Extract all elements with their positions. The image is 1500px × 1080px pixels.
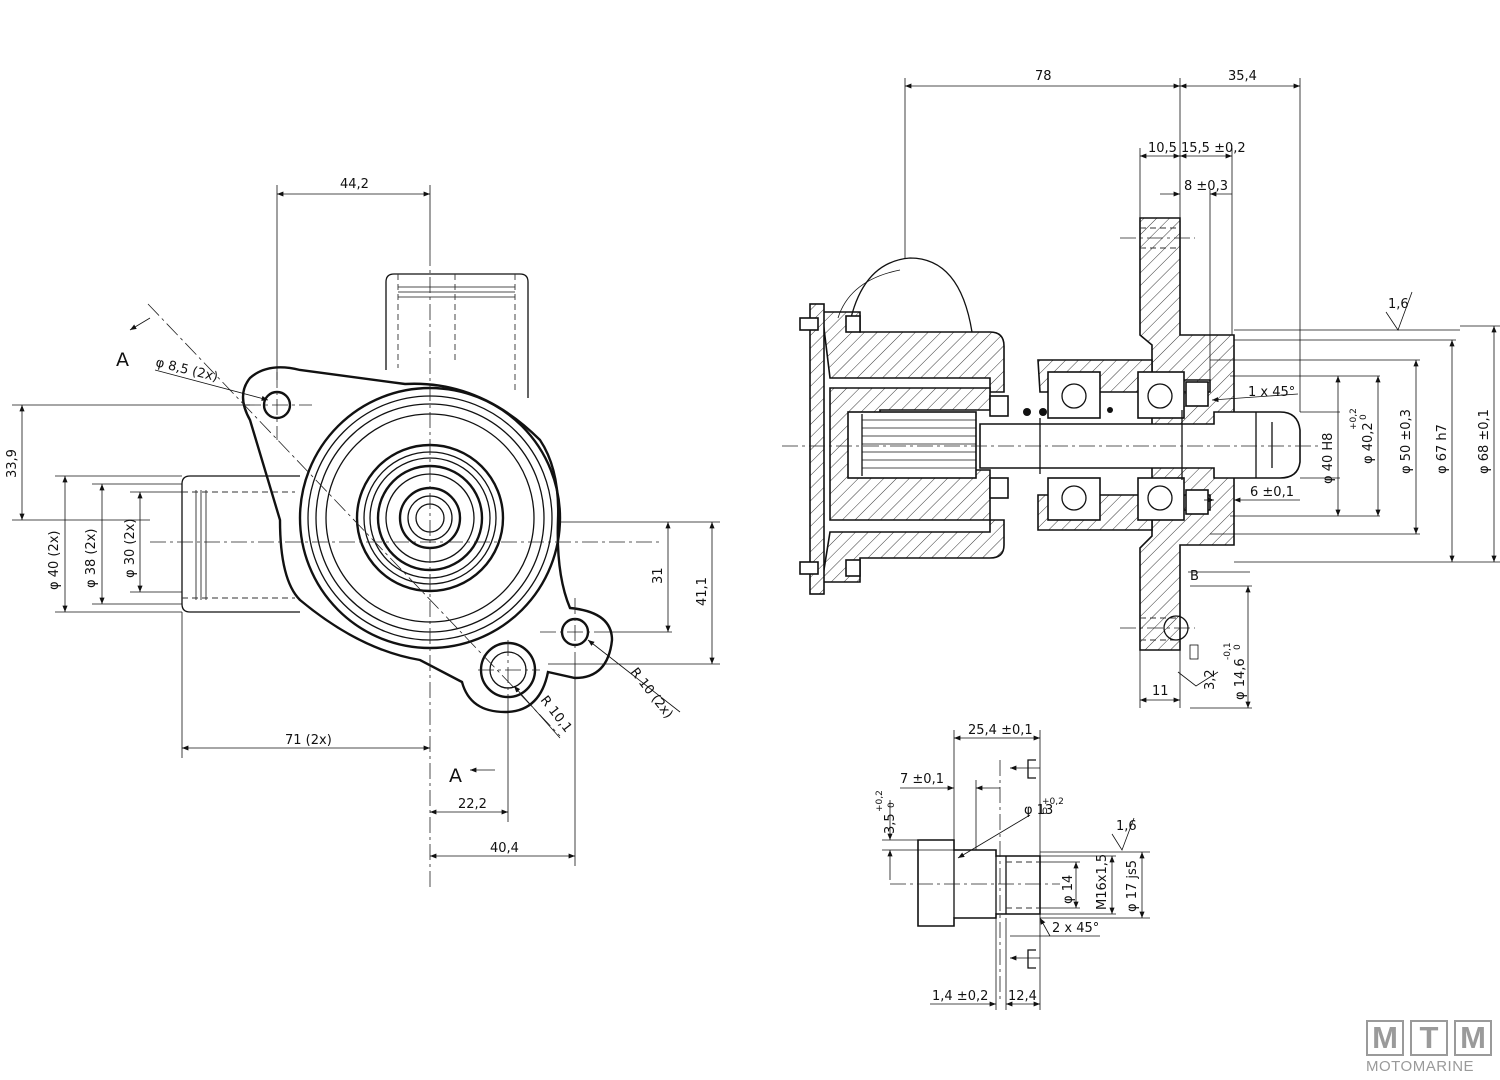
- dim-25-4: 25,4 ±0,1: [968, 723, 1033, 738]
- dim-m16: M16x1,5: [1095, 854, 1110, 910]
- dim-22-2: 22,2: [458, 797, 487, 812]
- dim-dia-40-2-tol-upper: +0,2: [1349, 408, 1359, 430]
- logo-brand-text: MOTOMARINE: [1366, 1058, 1475, 1075]
- dim-dia-40-2-tol-lower: 0: [1359, 414, 1369, 420]
- label-b: B: [1190, 569, 1199, 584]
- top-round-cover: [847, 257, 973, 333]
- dim-1-4: 1,4 ±0,2: [932, 989, 988, 1004]
- dim-dia-17: φ 17 js5: [1125, 860, 1140, 912]
- detail-view: 25,4 ±0,1 7 ±0,1 C C 3,5 +0,2 0 φ 13 +0,…: [875, 723, 1150, 1010]
- shaft: [979, 411, 1301, 479]
- dim-71: 71 (2x): [285, 733, 332, 748]
- dim-dia-30: φ 30 (2x): [123, 519, 138, 579]
- section-mark-a-top: A: [116, 349, 129, 371]
- dim-dia-67: φ 67 h7: [1435, 424, 1450, 474]
- dim-r-10: R 10 (2x): [627, 665, 676, 721]
- dim-78: 78: [1035, 69, 1052, 84]
- detail-shaft-end: [917, 839, 1041, 927]
- dim-3-5-tol-upper: +0,2: [875, 790, 885, 812]
- dim-12-4: 12,4: [1008, 989, 1037, 1004]
- logo-letter-m1: M: [1366, 1020, 1404, 1056]
- dim-dia-13-tol-upper: +0,2: [1042, 797, 1064, 807]
- dim-r-10-1: R 10,1: [537, 693, 575, 735]
- cover-plate: [809, 303, 825, 595]
- dim-3-5: 3,5: [883, 813, 898, 834]
- dim-hole-dia: φ 8,5 (2x): [154, 355, 219, 385]
- dim-dia-13: φ 13: [1024, 803, 1053, 818]
- dim-41-1: 41,1: [695, 577, 710, 606]
- dim-dia-14-6: φ 14,6: [1233, 658, 1248, 700]
- roughness-1-6-top: 1,6: [1388, 297, 1409, 312]
- dim-dia-40: φ 40 (2x): [47, 531, 62, 591]
- impeller-splines: [861, 414, 976, 476]
- section-view: 78 35,4 10,5 15,5 ±0,2 8 ±0,3 1,6 1 x 45…: [782, 69, 1500, 709]
- dim-7: 7 ±0,1: [900, 772, 944, 787]
- dim-dia-40-h8: φ 40 H8: [1321, 433, 1336, 484]
- roughness-1-6-detail: 1,6: [1116, 819, 1137, 834]
- logo-letter-m2: M: [1454, 1020, 1492, 1056]
- dim-44-2: 44,2: [340, 177, 369, 192]
- dim-31: 31: [651, 567, 666, 584]
- top-outlet-pipe: [385, 273, 529, 398]
- dim-dia-14: φ 14: [1061, 875, 1076, 904]
- roughness-3-2: 3,2: [1203, 669, 1218, 690]
- label-d-box: [1189, 644, 1199, 660]
- dim-8: 8 ±0,3: [1184, 179, 1228, 194]
- dim-33-9: 33,9: [5, 449, 20, 478]
- brand-logo: M T M MOTOMARINE: [1366, 1020, 1494, 1078]
- dim-dia-13-tol-lower: 0: [1042, 807, 1048, 817]
- dim-chamfer-1x45: 1 x 45°: [1248, 385, 1295, 400]
- front-view: A A 44,2 φ 8,5 (2x) 33,9 φ 40 (2x) φ 38 …: [5, 177, 720, 890]
- dim-40-4: 40,4: [490, 841, 519, 856]
- dim-dia-38: φ 38 (2x): [84, 529, 99, 589]
- dim-11: 11: [1152, 684, 1169, 699]
- dim-dia-50: φ 50 ±0,3: [1399, 409, 1414, 474]
- bearings: [1047, 371, 1185, 521]
- dim-dia-68: φ 68 ±0,1: [1477, 409, 1492, 474]
- dim-35-4: 35,4: [1228, 69, 1257, 84]
- dim-chamfer-2x45: 2 x 45°: [1052, 921, 1099, 936]
- dim-dia-14-6-tol-upper: -0,1: [1223, 642, 1233, 660]
- dim-6: 6 ±0,1: [1250, 485, 1294, 500]
- dim-dia-14-6-tol-lower: 0: [1233, 644, 1243, 650]
- logo-letter-t: T: [1410, 1020, 1448, 1056]
- dim-10-5: 10,5: [1148, 141, 1177, 156]
- dim-3-5-tol-lower: 0: [887, 802, 897, 808]
- left-inlet-pipe: [181, 475, 300, 613]
- section-line-a: [147, 303, 561, 737]
- dim-15-5: 15,5 ±0,2: [1181, 141, 1246, 156]
- section-mark-a-bottom: A: [449, 765, 462, 787]
- dim-dia-40-2: φ 40,2: [1361, 422, 1376, 464]
